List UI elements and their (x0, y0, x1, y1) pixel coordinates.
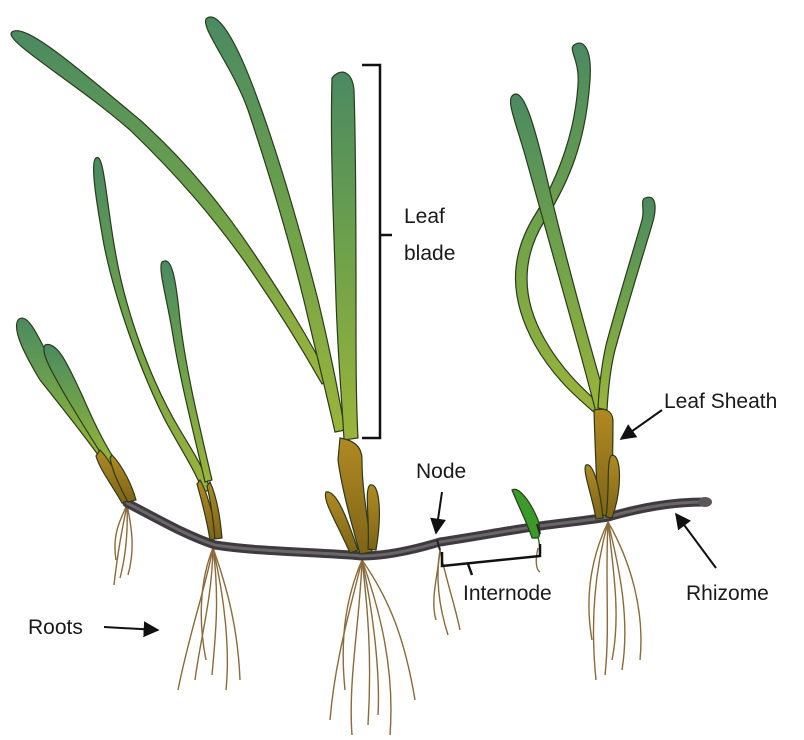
shoot-5 (511, 43, 656, 519)
roots-cluster-1 (114, 505, 132, 585)
node-label: Node (416, 460, 466, 483)
leaf-sheath-label: Leaf Sheath (664, 390, 777, 413)
node-arrow (436, 492, 442, 533)
rhizome-tip (698, 497, 712, 507)
internode-bracket (442, 544, 540, 575)
rhizome-label: Rhizome (686, 582, 769, 605)
roots-label: Roots (28, 616, 83, 639)
shoot-bud (512, 489, 540, 548)
leaf-blade-bracket (362, 65, 392, 438)
roots-cluster-4 (434, 550, 460, 635)
leaf-sheath-arrow (621, 410, 662, 439)
shoot-1 (17, 318, 136, 503)
leaf-blade-label-line1: Leaf (404, 205, 445, 228)
roots-arrow (104, 627, 158, 630)
roots-cluster-6 (589, 522, 641, 680)
roots-cluster-3 (330, 560, 415, 735)
internode-label: Internode (463, 582, 552, 605)
rhizome-arrow (676, 514, 716, 568)
leaf-blade-label-line2: blade (404, 242, 455, 265)
roots-cluster-2 (178, 548, 240, 690)
